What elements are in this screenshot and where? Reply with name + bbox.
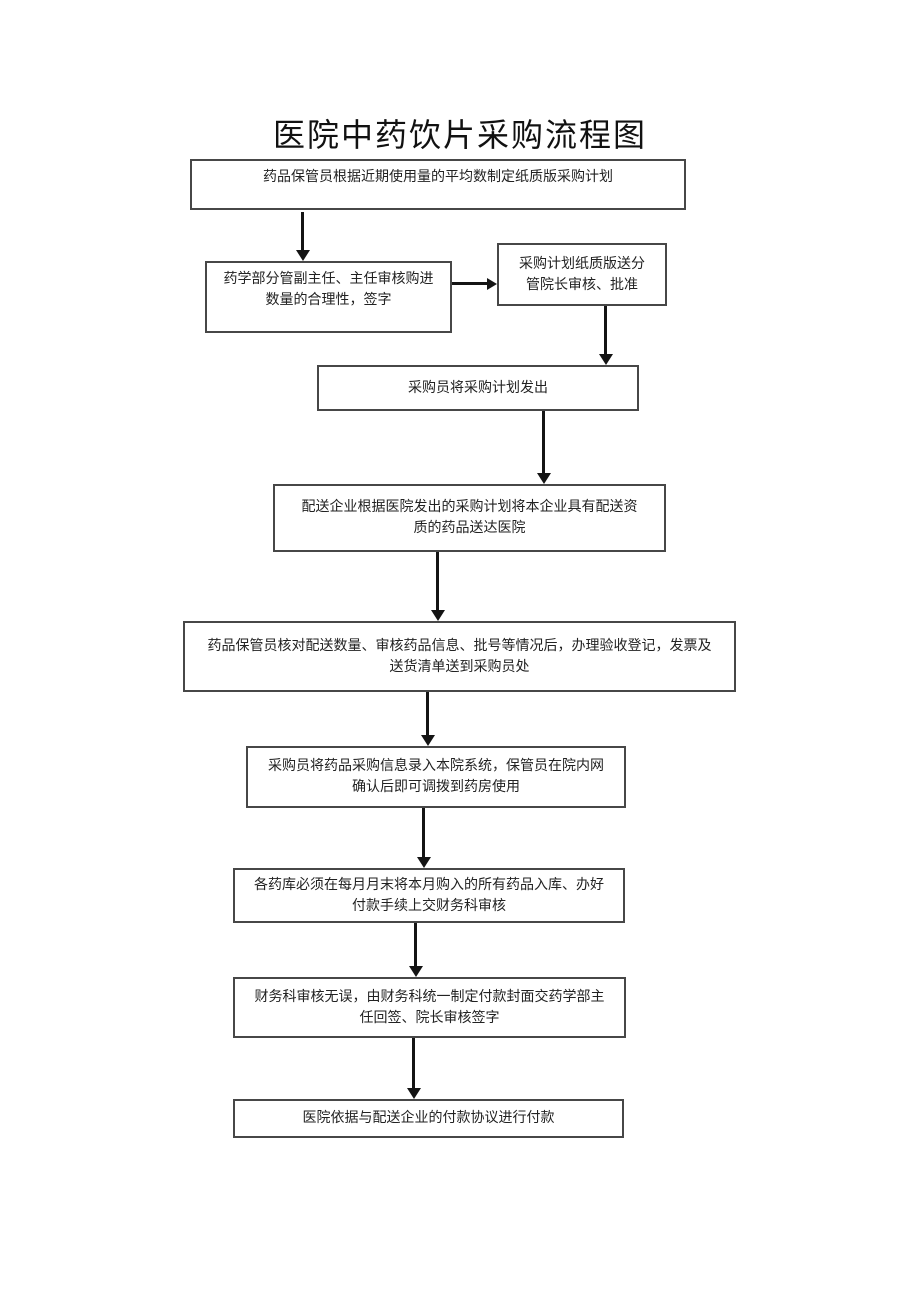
flow-node-dept-review-label: 药学部分管副主任、主任审核购进 数量的合理性，签字 [223,272,434,308]
connector-arrow-system-entry-to-warehouse-payment-prep [422,808,425,857]
connector-arrow-warehouse-payment-prep-to-finance-review [414,923,417,966]
connector-arrow-acceptance-check-to-system-entry [426,692,429,735]
flow-node-president-approval-label: 采购计划纸质版送分 管院长审核、批准 [519,256,645,293]
flow-node-delivery: 配送企业根据医院发出的采购计划将本企业具有配送资 质的药品送达医院 [273,484,666,552]
flow-node-payment: 医院依据与配送企业的付款协议进行付款 [233,1099,624,1138]
flow-node-delivery-label: 配送企业根据医院发出的采购计划将本企业具有配送资 质的药品送达医院 [301,500,638,536]
flow-node-send-plan: 采购员将采购计划发出 [317,365,639,411]
page-title: 医院中药饮片采购流程图 [272,117,647,153]
flow-node-system-entry: 采购员将药品采购信息录入本院系统，保管员在院内网 确认后即可调拨到药房使用 [246,746,626,808]
connector-arrow-finance-review-to-payment [412,1038,415,1088]
connector-arrow-make-plan-to-dept-review [301,212,304,250]
flow-node-dept-review: 药学部分管副主任、主任审核购进 数量的合理性，签字 [205,261,452,333]
flow-node-acceptance-check: 药品保管员核对配送数量、审核药品信息、批号等情况后，办理验收登记，发票及 送货清… [183,621,736,692]
flow-node-send-plan-label: 采购员将采购计划发出 [408,380,548,396]
flow-node-warehouse-payment-prep: 各药库必须在每月月末将本月购入的所有药品入库、办好 付款手续上交财务科审核 [233,868,625,923]
flow-node-finance-review: 财务科审核无误，由财务科统一制定付款封面交药学部主 任回签、院长审核签字 [233,977,626,1038]
flow-node-acceptance-check-label: 药品保管员核对配送数量、审核药品信息、批号等情况后，办理验收登记，发票及 送货清… [207,638,712,675]
flow-node-finance-review-label: 财务科审核无误，由财务科统一制定付款封面交药学部主 任回签、院长审核签字 [254,989,605,1026]
connector-arrow-delivery-to-acceptance-check [436,552,439,610]
flow-node-system-entry-label: 采购员将药品采购信息录入本院系统，保管员在院内网 确认后即可调拨到药房使用 [268,759,604,795]
flow-node-warehouse-payment-prep-label: 各药库必须在每月月末将本月购入的所有药品入库、办好 付款手续上交财务科审核 [254,877,604,914]
flow-node-president-approval: 采购计划纸质版送分 管院长审核、批准 [497,243,667,306]
connector-arrow-president-approval-to-send-plan [604,306,607,354]
connector-arrow-dept-review-to-president-approval [452,282,487,285]
flow-node-make-plan: 药品保管员根据近期使用量的平均数制定纸质版采购计划 [190,159,686,210]
flow-node-payment-label: 医院依据与配送企业的付款协议进行付款 [302,1111,555,1126]
flow-node-make-plan-label: 药品保管员根据近期使用量的平均数制定纸质版采购计划 [263,170,613,185]
connector-arrow-send-plan-to-delivery [542,411,545,473]
